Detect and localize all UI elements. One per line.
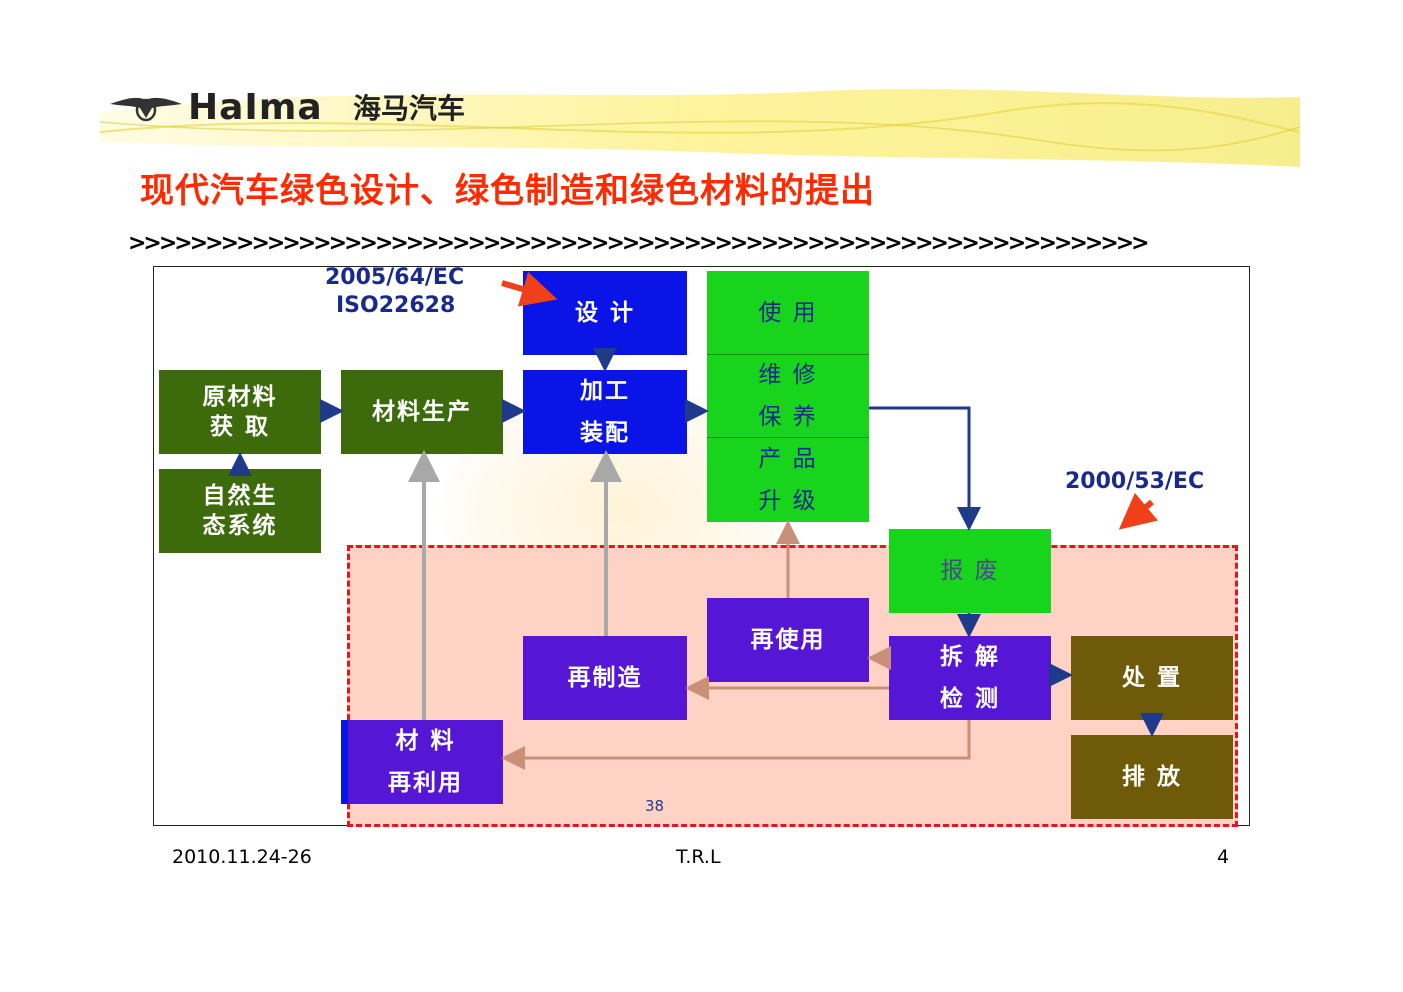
upgrade-line2: 升 级 bbox=[758, 488, 818, 514]
haima-logo: HaIma 海马汽车 bbox=[108, 86, 508, 130]
upgrade-line1: 产 品 bbox=[758, 446, 818, 472]
regulation-2005-64-ec: 2005/64/EC bbox=[325, 265, 465, 290]
disassembly-line1: 拆 解 bbox=[939, 644, 1000, 670]
processing-assembly-box: 加工 装配 bbox=[523, 370, 687, 454]
discharge-label: 排 放 bbox=[1121, 764, 1182, 790]
remanufacture-label: 再制造 bbox=[567, 665, 643, 691]
natural-line1: 自然生 bbox=[202, 483, 278, 509]
scrap-box: 报 废 bbox=[889, 529, 1051, 613]
brand-wordmark: HaIma bbox=[188, 87, 323, 128]
use-section: 使 用 bbox=[707, 271, 869, 355]
discharge-box: 排 放 bbox=[1071, 735, 1233, 819]
disposal-box: 处 置 bbox=[1071, 636, 1233, 720]
disposal-label: 处 置 bbox=[1121, 665, 1182, 691]
header-banner-swoosh bbox=[100, 89, 1300, 167]
disassembly-inspection-box: 拆 解 检 测 bbox=[889, 636, 1051, 720]
material-recycle-line1: 材 料 bbox=[395, 728, 456, 754]
natural-line2: 态系统 bbox=[202, 513, 278, 539]
maintenance-line1: 维 修 bbox=[758, 362, 818, 388]
footer-page-number: 4 bbox=[1217, 846, 1230, 868]
footer-center-text: T.R.L bbox=[676, 846, 721, 868]
raw-material-line1: 原材料 bbox=[202, 384, 278, 410]
material-recycle-line2: 再利用 bbox=[388, 770, 463, 796]
regulation-iso22628: ISO22628 bbox=[336, 293, 456, 318]
remanufacture-box: 再制造 bbox=[523, 636, 687, 720]
inner-page-number: 38 bbox=[645, 797, 665, 815]
design-label: 设 计 bbox=[574, 300, 635, 326]
material-production-label: 材料生产 bbox=[372, 399, 472, 425]
material-production-box: 材料生产 bbox=[341, 370, 503, 454]
processing-line2: 装配 bbox=[580, 420, 630, 446]
disassembly-line2: 检 测 bbox=[939, 686, 1000, 712]
upgrade-section: 产 品 升 级 bbox=[707, 438, 869, 522]
processing-line1: 加工 bbox=[580, 378, 630, 404]
scrap-label: 报 废 bbox=[940, 558, 1000, 584]
regulation-2000-53-ec: 2000/53/EC bbox=[1065, 469, 1205, 494]
chevron-divider: >>>>>>>>>>>>>>>>>>>>>>>>>>>>>>>>>>>>>>>>… bbox=[128, 231, 1150, 256]
use-label: 使 用 bbox=[758, 299, 818, 326]
maintenance-section: 维 修 保 养 bbox=[707, 355, 869, 438]
reuse-label: 再使用 bbox=[750, 627, 826, 653]
natural-ecosystem-box: 自然生 态系统 bbox=[159, 469, 321, 553]
raw-material-line2: 获 取 bbox=[209, 414, 270, 440]
material-recycle-box: 材 料 再利用 bbox=[341, 720, 503, 804]
reuse-box: 再使用 bbox=[707, 598, 869, 682]
wing-emblem-icon bbox=[110, 97, 182, 122]
maintenance-line2: 保 养 bbox=[758, 404, 818, 430]
use-phase-box: 使 用 维 修 保 养 产 品 升 级 bbox=[707, 271, 869, 522]
brand-chinese-name: 海马汽车 bbox=[353, 92, 466, 125]
design-box: 设 计 bbox=[523, 271, 687, 355]
raw-material-box: 原材料 获 取 bbox=[159, 370, 321, 454]
page-title: 现代汽车绿色设计、绿色制造和绿色材料的提出 bbox=[140, 171, 875, 211]
footer-date: 2010.11.24-26 bbox=[172, 846, 312, 868]
